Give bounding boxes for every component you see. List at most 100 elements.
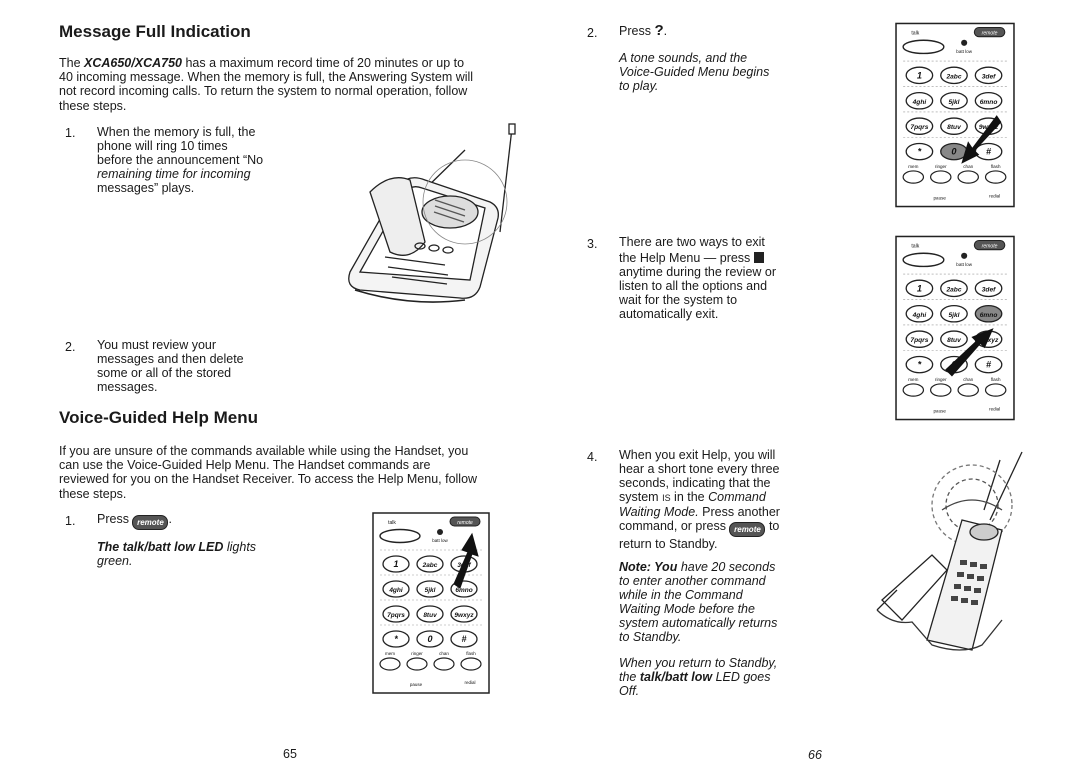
bottom-key-label: flash	[466, 651, 476, 656]
keypad-key	[974, 91, 1003, 110]
keypad-key-label: 1	[393, 559, 398, 569]
right-step-3-text: There are two ways to exit the Help Menu…	[619, 235, 819, 321]
text-fragment: to	[768, 519, 780, 533]
text-fragment: Waiting Mode.	[619, 505, 699, 519]
pause-label: pause	[410, 682, 423, 687]
keypad-key	[940, 304, 968, 323]
keypad-key-label: 6mno	[455, 587, 472, 594]
bottom-key-label: flash	[991, 164, 1001, 169]
bottom-key	[984, 383, 1007, 397]
keypad-key-label: 5jkl	[948, 99, 959, 106]
text-fragment: The talk/batt low LED	[97, 540, 224, 554]
section-title-voice-guided: Voice-Guided Help Menu	[59, 408, 258, 427]
intro-line: not record incoming calls. To return the…	[59, 84, 468, 99]
keypad-key	[940, 117, 968, 135]
remote-button	[973, 240, 1006, 251]
talk-button	[902, 39, 945, 55]
text-fragment: in the	[670, 490, 709, 504]
text-fragment: command, or press	[619, 519, 726, 533]
step-number: 3.	[587, 237, 598, 251]
text-line: can use the Voice-Guided Help Menu. The …	[59, 458, 431, 473]
keypad-key-label: *	[918, 147, 922, 157]
text-line: messages.	[97, 380, 158, 394]
batt-low-label: batt low	[956, 49, 972, 54]
text-line: some or all of the stored	[97, 366, 232, 380]
bottom-key-label: mem	[908, 377, 918, 382]
text-fragment: LED goes	[712, 670, 771, 684]
step-number: 1.	[65, 126, 76, 140]
text-line: messages and then delete	[97, 352, 244, 366]
bottom-key-label: ringer	[935, 377, 947, 382]
model-name: XCA650/XCA750	[84, 56, 182, 70]
text-line: automatically exit.	[619, 307, 719, 321]
keypad-key	[382, 555, 410, 573]
section-title-message-full: Message Full Indication	[59, 22, 251, 41]
led-indicator	[437, 529, 443, 535]
remote-key-icon: remote	[729, 522, 766, 537]
keypad-key	[416, 580, 444, 598]
keypad-key-label: 4ghi	[388, 587, 403, 594]
text-line: You must review your	[97, 338, 217, 352]
step-number: 2.	[65, 340, 76, 354]
batt-low-label: batt low	[956, 262, 972, 267]
text-line: reviewed for you on the Handset Receiver…	[59, 472, 478, 487]
remote-label: remote	[982, 244, 998, 250]
text-fragment: talk/batt low	[639, 670, 713, 684]
help-key-icon: ?	[654, 22, 664, 39]
keypad-key	[905, 66, 934, 85]
text-fragment: system	[619, 490, 663, 504]
text-line: green.	[97, 554, 133, 568]
pause-label: pause	[934, 408, 947, 413]
talk-button	[902, 252, 945, 268]
keypad-key-label: 8tuv	[947, 337, 961, 344]
talk-label: talk	[388, 520, 396, 526]
keypad-key-label: 2abc	[945, 286, 961, 293]
text-fragment: Command	[708, 490, 766, 504]
text-line: When the memory is full, the	[97, 125, 256, 139]
keypad-key-label: 7pqrs	[387, 612, 405, 619]
intro-line: has a maximum record time of 20 minutes …	[181, 56, 465, 70]
text-line: while in the Command	[619, 588, 743, 602]
right-step-2-text: Press ?. A tone sounds, and the Voice-Gu…	[619, 22, 819, 93]
keypad-key	[905, 117, 934, 135]
text-line: When you exit Help, you will	[619, 448, 776, 462]
text-line: these steps.	[59, 486, 127, 501]
led-indicator	[961, 39, 968, 46]
handset-illustration	[876, 451, 1023, 651]
talk-label: talk	[911, 31, 919, 37]
page-number: 65	[283, 747, 297, 761]
remote-key-icon: remote	[132, 515, 169, 530]
text-fragment: the	[619, 670, 640, 684]
text-fragment: Press	[619, 24, 651, 38]
help-paragraph: If you are unsure of the commands availa…	[59, 444, 529, 501]
talk-button	[379, 528, 421, 544]
keypad-key	[450, 605, 478, 623]
text-line: anytime during the review or	[619, 265, 777, 279]
step-number: 4.	[587, 450, 598, 464]
keypad-key-label: 8tuv	[947, 124, 961, 131]
keypad-key-label: 5jkl	[425, 587, 436, 594]
text-line: to enter another command	[619, 574, 766, 588]
remote-label: remote	[982, 31, 998, 37]
bottom-key-label: ringer	[935, 164, 947, 169]
keypad-key	[905, 142, 934, 161]
text-fragment: Press another	[698, 505, 780, 519]
text-line: When you return to Standby,	[619, 656, 778, 670]
talk-label: talk	[911, 244, 919, 250]
keypad-key	[416, 555, 444, 573]
keypad-key	[905, 330, 934, 348]
bottom-key-label: chan	[963, 164, 973, 169]
keypad-key	[974, 279, 1003, 298]
bottom-key-label: mem	[908, 164, 918, 169]
text-line: wait for the system to	[619, 293, 738, 307]
redial-label: redial	[989, 406, 1000, 411]
step-2-text: You must review your messages and then d…	[97, 338, 297, 394]
keypad-key-label: 1	[917, 70, 922, 80]
keypad-key	[974, 355, 1003, 374]
keypad-key	[382, 580, 410, 598]
stop-key-icon	[753, 252, 764, 263]
bottom-key	[406, 657, 428, 671]
led-indicator	[961, 252, 968, 259]
